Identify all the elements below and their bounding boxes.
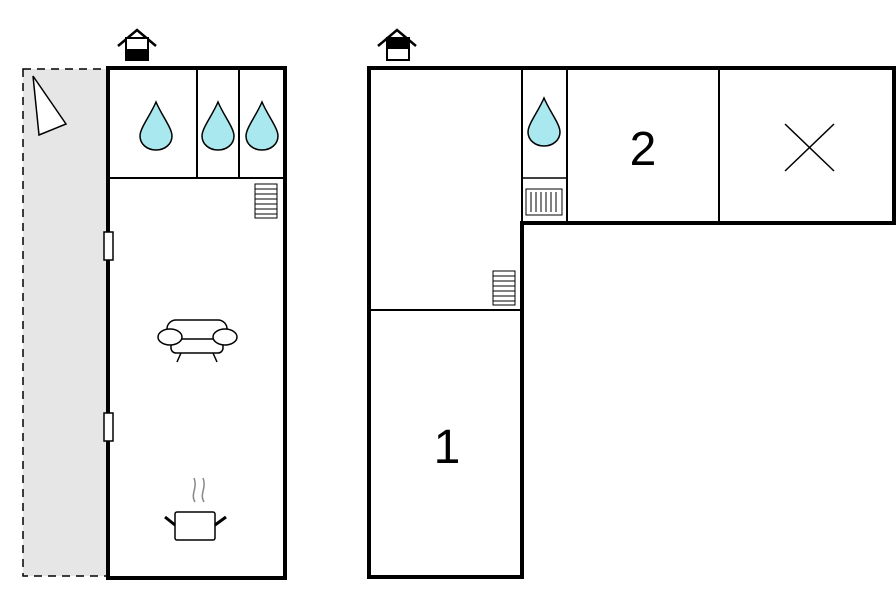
sofa-icon [157,319,238,363]
stairs-icon [492,270,516,306]
house-floor-lower-icon [117,28,157,61]
room-label-1: 1 [434,421,461,474]
room-label-2: 2 [630,123,657,176]
north-arrow-icon [32,75,68,137]
door-icon [103,231,114,261]
radiator-icon [525,188,563,216]
door-icon [103,412,114,442]
house-floor-upper-icon [377,28,417,61]
kitchen-pot-icon [164,477,227,541]
upper-floor: 2 1 [367,28,896,579]
ground-floor [22,28,287,580]
stairs-icon [254,183,278,219]
no-access-cross-icon [784,123,835,172]
terrace-area [22,68,109,577]
